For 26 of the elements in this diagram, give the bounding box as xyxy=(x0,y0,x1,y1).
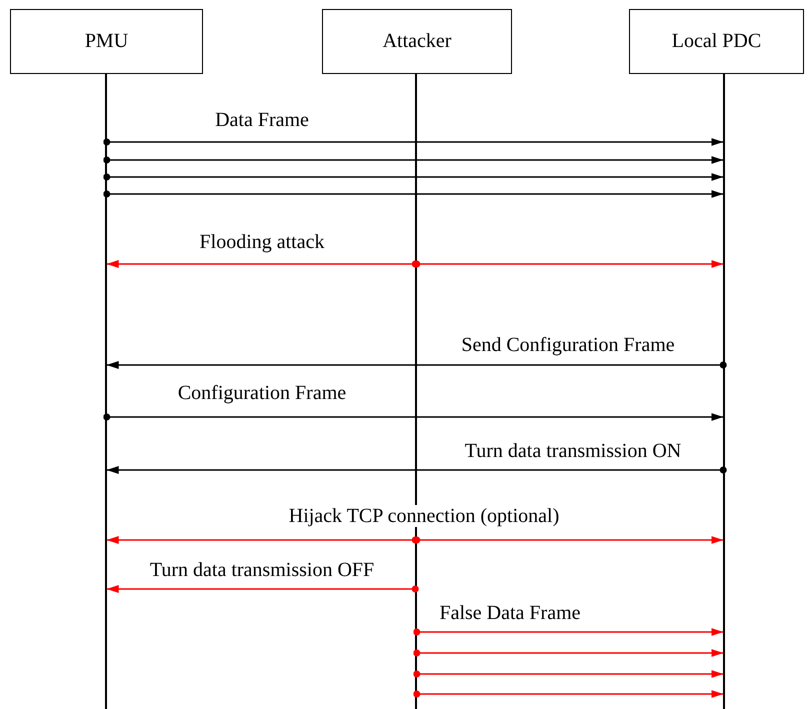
participant-box xyxy=(629,9,804,74)
message-arrow xyxy=(413,690,724,698)
message-arrow xyxy=(106,361,727,369)
message-arrow xyxy=(103,413,724,421)
message-arrow xyxy=(103,190,724,198)
participant-name: Attacker xyxy=(382,30,452,53)
participant-name: PMU xyxy=(84,30,128,53)
message-arrow xyxy=(413,536,724,544)
participant-box xyxy=(322,9,512,74)
message-arrow xyxy=(103,138,724,146)
participant-name: Local PDC xyxy=(672,30,762,53)
lifeline xyxy=(105,74,107,709)
participant-box xyxy=(10,9,203,74)
message-arrow xyxy=(413,628,724,636)
lifeline xyxy=(415,74,417,709)
message-arrow xyxy=(106,466,727,474)
message-arrow xyxy=(413,260,724,268)
edge-label: Hijack TCP connection (optional) xyxy=(286,505,562,527)
message-arrow xyxy=(413,649,724,657)
edge-label: Configuration Frame xyxy=(176,382,348,404)
lifeline xyxy=(723,74,725,709)
message-arrow xyxy=(413,670,724,678)
message-arrow xyxy=(106,585,419,593)
edge-label: Flooding attack xyxy=(198,231,326,253)
message-arrow xyxy=(103,173,724,181)
message-arrow xyxy=(103,156,724,164)
